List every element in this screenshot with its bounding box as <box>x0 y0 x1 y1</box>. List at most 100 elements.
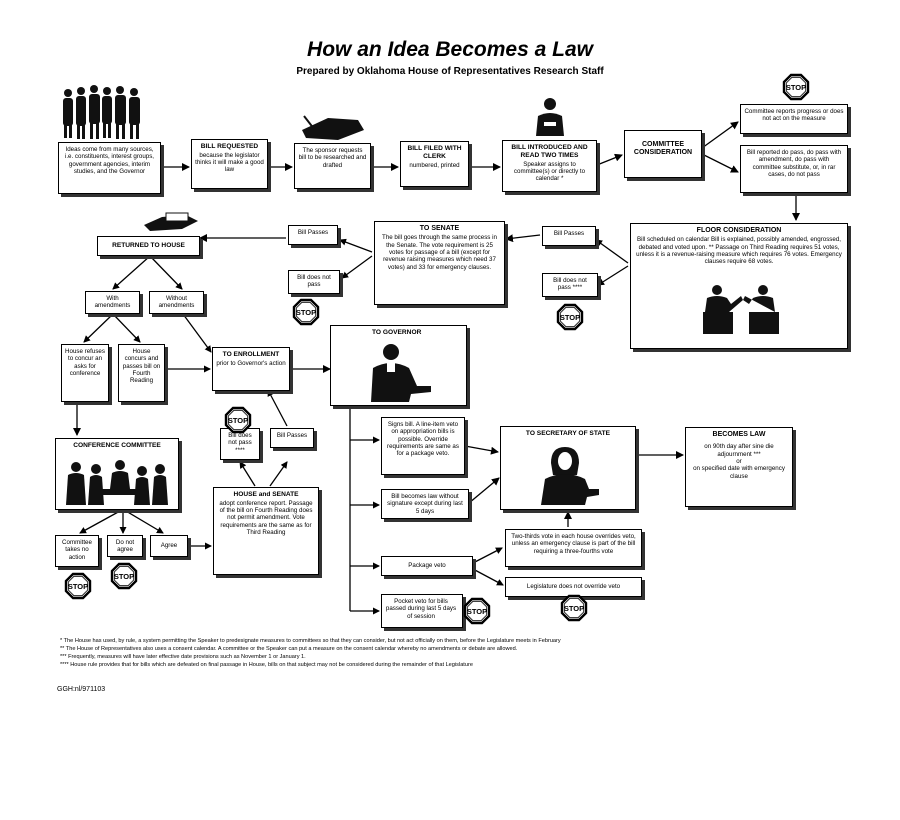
box-becomes-law-text: on 90th day after sine die adjournment *… <box>704 443 774 458</box>
box-secretary-of-state: TO SECRETARY OF STATE <box>500 426 636 510</box>
box-floor-consideration: FLOOR CONSIDERATION Bill scheduled on ca… <box>630 223 848 349</box>
box-no-override-text: Legislature does not override veto <box>526 583 621 590</box>
box-bill-filed: BILL FILED WITH CLERK numbered, printed <box>400 141 469 187</box>
stop-octagon: STOP <box>560 594 588 622</box>
stop-icon: STOP <box>463 597 491 625</box>
box-conf-agree: Agree <box>150 535 188 557</box>
box-bill-requested-title: BILL REQUESTED <box>200 143 259 150</box>
footnotes: * The House has used, by rule, a system … <box>60 637 840 669</box>
box-override: Two-thirds vote in each house overrides … <box>505 529 642 567</box>
footnote: *** Frequently, measures will have later… <box>60 654 306 661</box>
box-becomes-law: BECOMES LAW on 90th day after sine die a… <box>685 427 793 507</box>
box-committee: COMMITTEE CONSIDERATION <box>624 130 702 178</box>
box-governor-title: TO GOVERNOR <box>372 329 422 336</box>
meeting-illustration <box>66 460 168 505</box>
box-house-refuses-text: House refuses to concur an asks for conf… <box>65 348 105 377</box>
stop-label: STOP <box>786 83 806 92</box>
box-returned-title: RETURNED TO HOUSE <box>112 242 185 249</box>
box-pocket-veto-text: Pocket veto for bills passed during last… <box>385 598 457 620</box>
stop-octagon: STOP <box>224 406 252 434</box>
stop-octagon: STOP <box>463 597 491 625</box>
credit-line: GGH:nl/971103 <box>57 686 106 693</box>
box-conf-no-action-text: Committee takes no action <box>62 539 92 561</box>
box-bill-filed-title: BILL FILED WITH CLERK <box>407 145 462 160</box>
box-house-bill-passes: Bill Passes <box>542 226 596 246</box>
box-conference-committee: CONFERENCE COMMITTEE <box>55 438 179 510</box>
box-with-amend-text: With amendments <box>94 295 131 310</box>
box-ideas: Ideas come from many sources, i.e. const… <box>58 142 161 194</box>
stop-octagon: STOP <box>292 298 320 326</box>
box-final-not-pass: Bill does not pass **** <box>220 428 260 460</box>
box-to-governor: TO GOVERNOR <box>330 325 467 406</box>
box-becomes-law-or: or <box>736 457 742 465</box>
box-committee-progress: Committee reports progress or does not a… <box>740 104 848 134</box>
footnote: ** The House of Representatives also use… <box>60 646 518 653</box>
box-final-passes-text: Bill Passes <box>276 432 308 439</box>
box-bill-introduced-title: BILL INTRODUCED AND READ TWO TIMES <box>511 144 588 159</box>
box-returned-to-house: RETURNED TO HOUSE <box>97 236 200 256</box>
box-senate-bill-passes: Bill Passes <box>288 225 338 245</box>
box-becomes-law-title: BECOMES LAW <box>712 431 766 438</box>
hand-writing-illustration <box>302 115 364 140</box>
page-title: How an Idea Becomes a Law <box>307 38 593 61</box>
box-bill-filed-text: numbered, printed <box>409 161 460 169</box>
stop-icon: STOP <box>110 562 138 590</box>
box-without-amendments: Without amendments <box>149 291 204 314</box>
debate-illustration <box>703 285 779 334</box>
stop-octagon: STOP <box>782 73 810 101</box>
box-ideas-text: Ideas come from many sources, i.e. const… <box>64 146 155 175</box>
footnote: * The House has used, by rule, a system … <box>60 638 561 644</box>
stop-label: STOP <box>467 607 487 616</box>
governor-illustration <box>371 344 431 402</box>
box-house-bill-passes-text: Bill Passes <box>553 230 585 237</box>
page-subtitle: Prepared by Oklahoma House of Representa… <box>296 66 604 77</box>
box-house-refuses: House refuses to concur an asks for conf… <box>61 344 109 402</box>
speaker-illustration <box>536 98 564 136</box>
box-house-bill-fails: Bill does not pass **** <box>542 273 598 297</box>
box-enrollment-title: TO ENROLLMENT <box>222 351 280 358</box>
box-house-senate-text: adopt conference report. Passage of the … <box>219 499 313 537</box>
box-house-bill-fails-text: Bill does not pass **** <box>553 277 587 292</box>
stop-octagon: STOP <box>556 303 584 331</box>
footnote: **** House rule provides that for bills … <box>60 662 473 669</box>
box-senate-bill-passes-text: Bill Passes <box>297 229 329 236</box>
stop-icon: STOP <box>224 406 252 434</box>
stop-label: STOP <box>114 572 134 581</box>
box-final-not-pass-text: Bill does not pass **** <box>228 432 252 454</box>
box-to-senate: TO SENATE The bill goes through the same… <box>374 221 505 305</box>
box-override-text: Two-thirds vote in each house overrides … <box>511 533 636 555</box>
box-house-concurs: House concurs and passes bill on Fourth … <box>118 344 165 402</box>
box-package-veto-text: Package veto <box>408 562 446 569</box>
box-house-senate-title: HOUSE and SENATE <box>233 491 299 498</box>
box-law-without-text: Bill becomes law without signature excep… <box>387 493 463 515</box>
box-senate-title: TO SENATE <box>419 225 460 232</box>
box-conf-no-action: Committee takes no action <box>55 535 99 567</box>
hand-document-illustration <box>144 212 198 231</box>
box-bill-introduced-text: Speaker assigns to committee(s) or direc… <box>513 160 586 183</box>
stop-label: STOP <box>560 313 580 322</box>
box-committee-title: COMMITTEE CONSIDERATION <box>633 141 693 157</box>
box-committee-pass: Bill reported do pass, do pass with amen… <box>740 145 848 193</box>
box-senate-text: The bill goes through the same process i… <box>382 234 497 271</box>
box-secretary-title: TO SECRETARY OF STATE <box>525 430 611 437</box>
box-conf-not-agree-text: Do not agree <box>115 539 135 554</box>
box-pocket-veto: Pocket veto for bills passed during last… <box>381 594 463 628</box>
box-enrollment-text: prior to Governor's action <box>216 359 286 367</box>
box-bill-introduced: BILL INTRODUCED AND READ TWO TIMES Speak… <box>502 140 597 192</box>
box-house-and-senate: HOUSE and SENATE adopt conference report… <box>213 487 319 575</box>
box-without-amend-text: Without amendments <box>158 295 195 310</box>
box-floor-text: Bill scheduled on calendar Bill is expla… <box>636 236 842 266</box>
box-package-veto: Package veto <box>381 556 473 576</box>
stop-label: STOP <box>564 604 584 613</box>
stop-label: STOP <box>228 416 248 425</box>
stop-icon: STOP <box>292 298 320 326</box>
stop-octagon: STOP <box>64 572 92 600</box>
secretary-illustration <box>541 447 599 505</box>
box-sponsor: The sponsor requests bill to be research… <box>294 143 371 189</box>
box-senate-bill-fails-text: Bill does not pass <box>297 274 331 289</box>
box-floor-title: FLOOR CONSIDERATION <box>696 227 782 234</box>
box-to-enrollment: TO ENROLLMENT prior to Governor's action <box>212 347 290 391</box>
stop-icon: STOP <box>64 572 92 600</box>
